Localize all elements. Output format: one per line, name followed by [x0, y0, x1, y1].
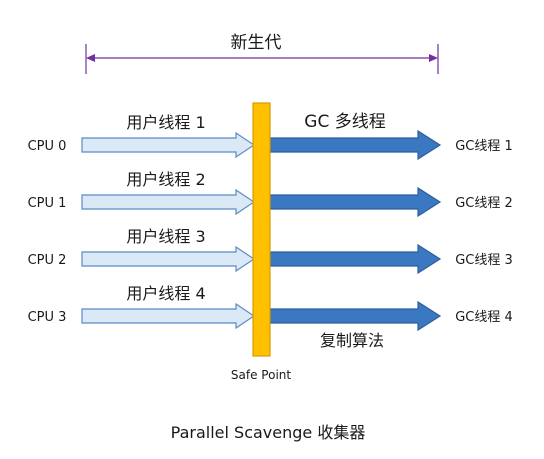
gc-multithread-label: GC 多线程 [304, 112, 385, 132]
thread-rows: CPU 0 用户线程 1 GC线程 1 CPU 1 用户线程 2 GC线程 2 CPU 2 用… [28, 113, 513, 332]
safe-point-bar [252, 102, 271, 357]
user-thread-arrow [81, 188, 256, 216]
diagram-caption: Parallel Scavenge 收集器 [171, 423, 366, 442]
user-thread-arrow [81, 245, 256, 273]
gc-thread-label: GC线程 3 [455, 253, 513, 268]
gc-thread-label: GC线程 2 [455, 196, 513, 211]
safe-point-label: Safe Point [231, 368, 291, 382]
user-thread-arrow [81, 131, 256, 159]
region-label: 新生代 [231, 33, 282, 53]
region-span [85, 44, 439, 74]
user-thread-label: 用户线程 1 [126, 113, 205, 132]
cpu-label: CPU 3 [28, 310, 67, 325]
user-thread-label: 用户线程 2 [126, 170, 205, 189]
cpu-label: CPU 1 [28, 196, 67, 211]
gc-thread-arrow [269, 300, 442, 332]
cpu-label: CPU 0 [28, 139, 67, 154]
gc-thread-arrow [269, 186, 442, 218]
gc-thread-label: GC线程 4 [455, 310, 513, 325]
gc-thread-arrow [269, 129, 442, 161]
user-thread-arrow [81, 302, 256, 330]
gc-thread-label: GC线程 1 [455, 139, 513, 154]
gc-thread-arrow [269, 243, 442, 275]
user-thread-label: 用户线程 3 [126, 227, 205, 246]
cpu-label: CPU 2 [28, 253, 67, 268]
copy-algorithm-label: 复制算法 [320, 331, 384, 350]
user-thread-label: 用户线程 4 [126, 284, 205, 303]
